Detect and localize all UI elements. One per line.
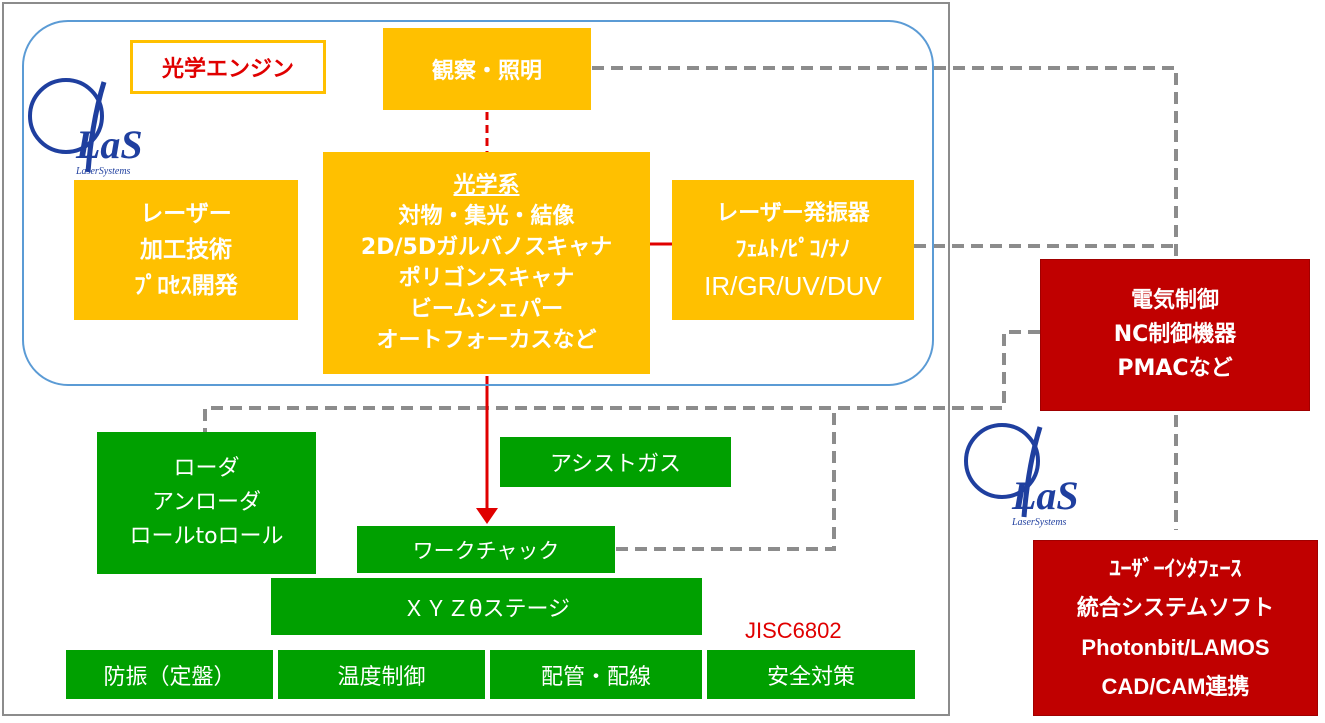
las-logo-secondary-subtext: LaserSystems — [1011, 517, 1067, 528]
optics-box: 光学系 対物・集光・結像 2D/5Dガルバノスキャナ ポリゴンスキャナ ビームシ… — [323, 152, 650, 374]
temperature-control-label: 温度制御 — [337, 664, 426, 690]
optics-line-1: 対物・集光・結像 — [398, 204, 575, 229]
loader-line-1: ローダ — [173, 456, 240, 481]
las-logo: LaS LaserSystems — [28, 78, 143, 177]
loader-line-2: アンローダ — [151, 490, 262, 515]
optics-title: 光学系 — [453, 173, 520, 198]
oscillator-box: レーザー発振器 ﾌｪﾑﾄ/ﾋﾟｺ/ﾅﾉ IR/GR/UV/DUV — [672, 180, 914, 320]
electrical-line-1: 電気制御 — [1130, 288, 1219, 313]
system-frame — [2, 2, 950, 716]
loader-line-3: ロールtoロール — [129, 524, 284, 549]
standard-label: JISC6802 — [745, 618, 842, 643]
vibration-isolation-label: 防振（定盤） — [103, 664, 236, 690]
work-chuck-box: ワークチャック — [357, 526, 615, 573]
safety-measures-label: 安全対策 — [766, 664, 855, 690]
oscillator-pulse-types: ﾌｪﾑﾄ/ﾋﾟｺ/ﾅﾉ — [735, 237, 851, 262]
electrical-control-box: 電気制御 NC制御機器 PMACなど — [1040, 259, 1310, 411]
work-chuck-label: ワークチャック — [412, 538, 560, 563]
chuck-to-branch-line — [616, 408, 836, 551]
optics-line-4: ビームシェパー — [409, 297, 564, 322]
las-logo-subtext: LaserSystems — [75, 166, 131, 177]
oscillator-title: レーザー発振器 — [716, 201, 870, 226]
user-interface-box: ﾕｰｻﾞｰｲﾝﾀﾌｪｰｽ 統合システムソフト Photonbit/LAMOS C… — [1033, 540, 1318, 716]
safety-measures-box: 安全対策 — [707, 650, 915, 699]
electrical-to-loader-line — [203, 330, 1040, 432]
optics-line-2: 2D/5Dガルバノスキャナ — [360, 235, 613, 260]
observation-box: 観察・照明 — [383, 28, 591, 110]
electrical-line-2: NC制御機器 — [1113, 322, 1237, 347]
xyz-stage-label: ＸＹＺθステージ — [402, 596, 571, 622]
las-logo-secondary-text: LaS — [1011, 473, 1079, 518]
optics-line-5: オートフォーカスなど — [376, 328, 597, 353]
optical-engine-label: 光学エンジン — [130, 40, 326, 94]
laser-process-line-3: ﾌﾟﾛｾｽ開発 — [134, 273, 238, 299]
vibration-isolation-box: 防振（定盤） — [66, 650, 273, 699]
laser-process-line-2: 加工技術 — [140, 237, 232, 263]
assist-gas-label: アシストガス — [549, 452, 682, 477]
ui-line-3: Photonbit/LAMOS — [1081, 635, 1270, 660]
optics-line-3: ポリゴンスキャナ — [398, 266, 575, 291]
observation-to-ui-line — [592, 66, 1178, 530]
piping-wiring-box: 配管・配線 — [490, 650, 702, 699]
loader-box: ローダ アンローダ ロールtoロール — [97, 432, 316, 574]
las-logo-secondary: LaS LaserSystems — [964, 423, 1079, 528]
xyz-stage-box: ＸＹＺθステージ — [271, 578, 702, 635]
oscillator-wavelengths: IR/GR/UV/DUV — [704, 271, 882, 301]
observation-label: 観察・照明 — [431, 59, 542, 84]
ui-line-4: CAD/CAM連携 — [1101, 674, 1250, 699]
beam-arrow-head — [476, 508, 498, 524]
optical-engine-group — [22, 20, 934, 386]
laser-process-box: レーザー 加工技術 ﾌﾟﾛｾｽ開発 — [74, 180, 298, 320]
laser-process-line-1: レーザー — [140, 201, 232, 227]
assist-gas-box: アシストガス — [500, 437, 731, 487]
ui-line-2: 統合システムソフト — [1076, 596, 1275, 621]
ui-line-1: ﾕｰｻﾞｰｲﾝﾀﾌｪｰｽ — [1109, 557, 1242, 582]
temperature-control-box: 温度制御 — [278, 650, 485, 699]
electrical-line-3: PMACなど — [1117, 356, 1233, 381]
las-logo-text: LaS — [75, 122, 143, 167]
piping-wiring-label: 配管・配線 — [540, 664, 651, 690]
